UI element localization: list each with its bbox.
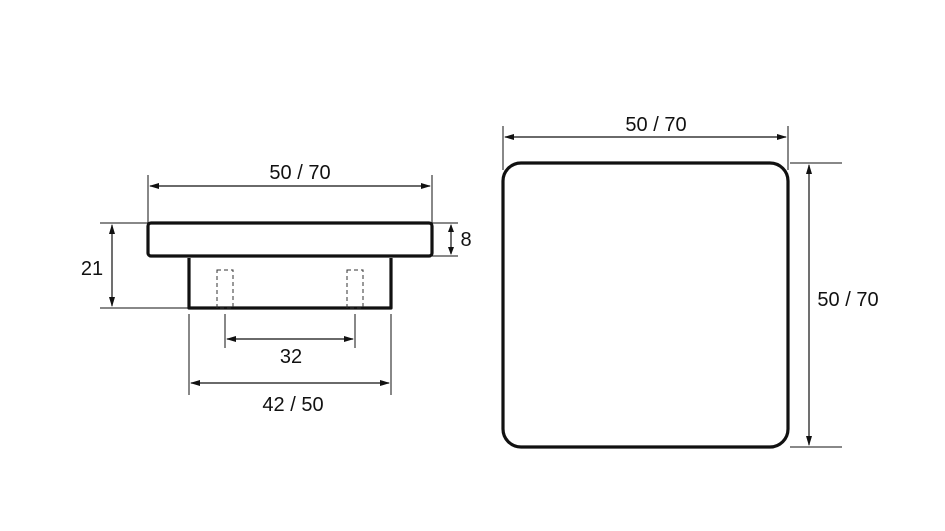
- plate-thickness-dimension: 8: [432, 222, 472, 257]
- top-width-dimension: 50 / 70: [502, 114, 789, 170]
- side-width-dimension: 50 / 70: [147, 162, 433, 223]
- hole-spacing-label: 32: [280, 346, 302, 368]
- base-width-dimension: 42 / 50: [188, 314, 392, 416]
- base-width-label: 42 / 50: [262, 394, 323, 416]
- right-screw-hole: [346, 269, 364, 309]
- knob-top-plate: [146, 221, 434, 258]
- top-view: 50 / 70 50 / 70: [501, 114, 879, 449]
- side-view: 50 / 70 21 8 32: [81, 162, 472, 416]
- hole-spacing-dimension: 32: [224, 314, 356, 368]
- knob-base-outline: [187, 258, 393, 310]
- knob-top-view-outline: [501, 161, 790, 449]
- top-height-label: 50 / 70: [817, 289, 878, 311]
- plate-thickness-label: 8: [460, 229, 471, 251]
- top-width-label: 50 / 70: [625, 114, 686, 136]
- side-height-label: 21: [81, 258, 103, 280]
- side-height-dimension: 21: [81, 222, 189, 309]
- top-height-dimension: 50 / 70: [790, 162, 879, 448]
- side-width-label: 50 / 70: [269, 162, 330, 184]
- left-screw-hole: [216, 269, 234, 309]
